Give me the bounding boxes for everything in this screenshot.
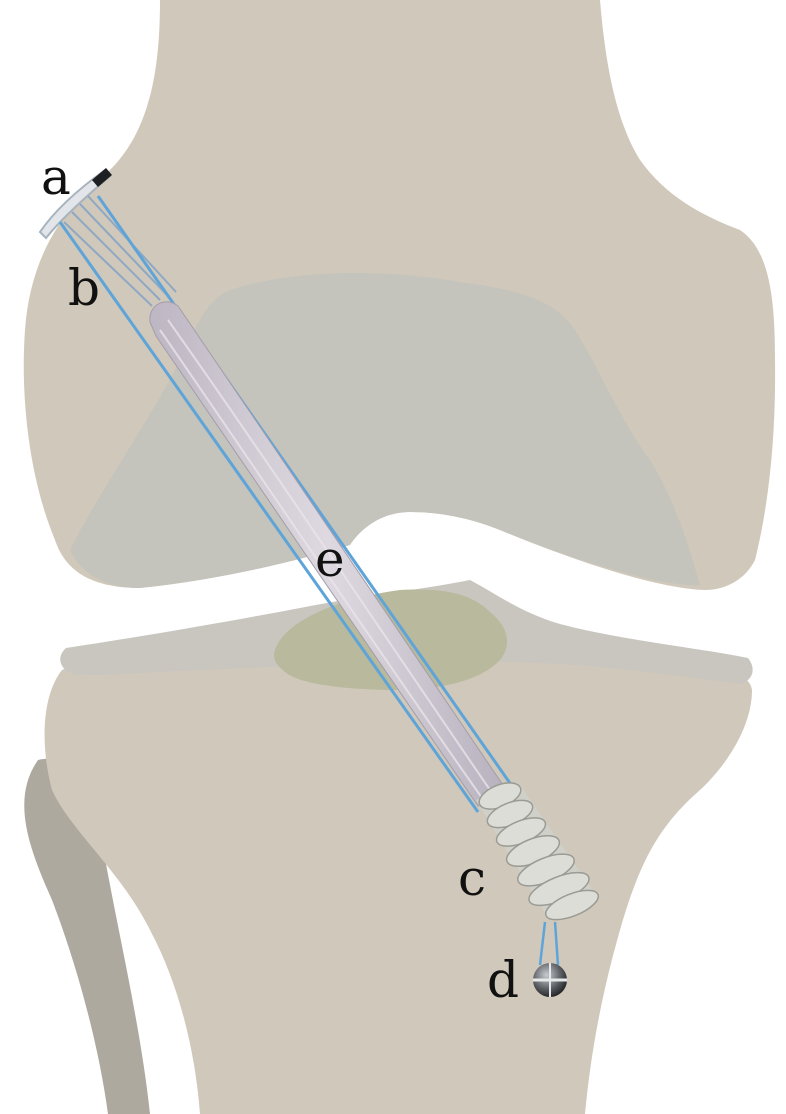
femoral-button-cap bbox=[92, 168, 112, 187]
label-b: b bbox=[68, 259, 101, 317]
fibula bbox=[24, 758, 150, 1114]
graft-fibers bbox=[159, 319, 491, 799]
bone-tunnel bbox=[58, 195, 514, 813]
tibia bbox=[44, 641, 752, 1114]
label-e: e bbox=[315, 530, 345, 588]
label-c: c bbox=[458, 849, 487, 907]
label-d: d bbox=[487, 951, 520, 1009]
interference-screw bbox=[476, 782, 600, 921]
tibial-sutures bbox=[538, 921, 560, 966]
label-a: a bbox=[41, 148, 71, 206]
tibial-post bbox=[533, 963, 567, 997]
femoral-condyle-overlay bbox=[70, 272, 700, 588]
